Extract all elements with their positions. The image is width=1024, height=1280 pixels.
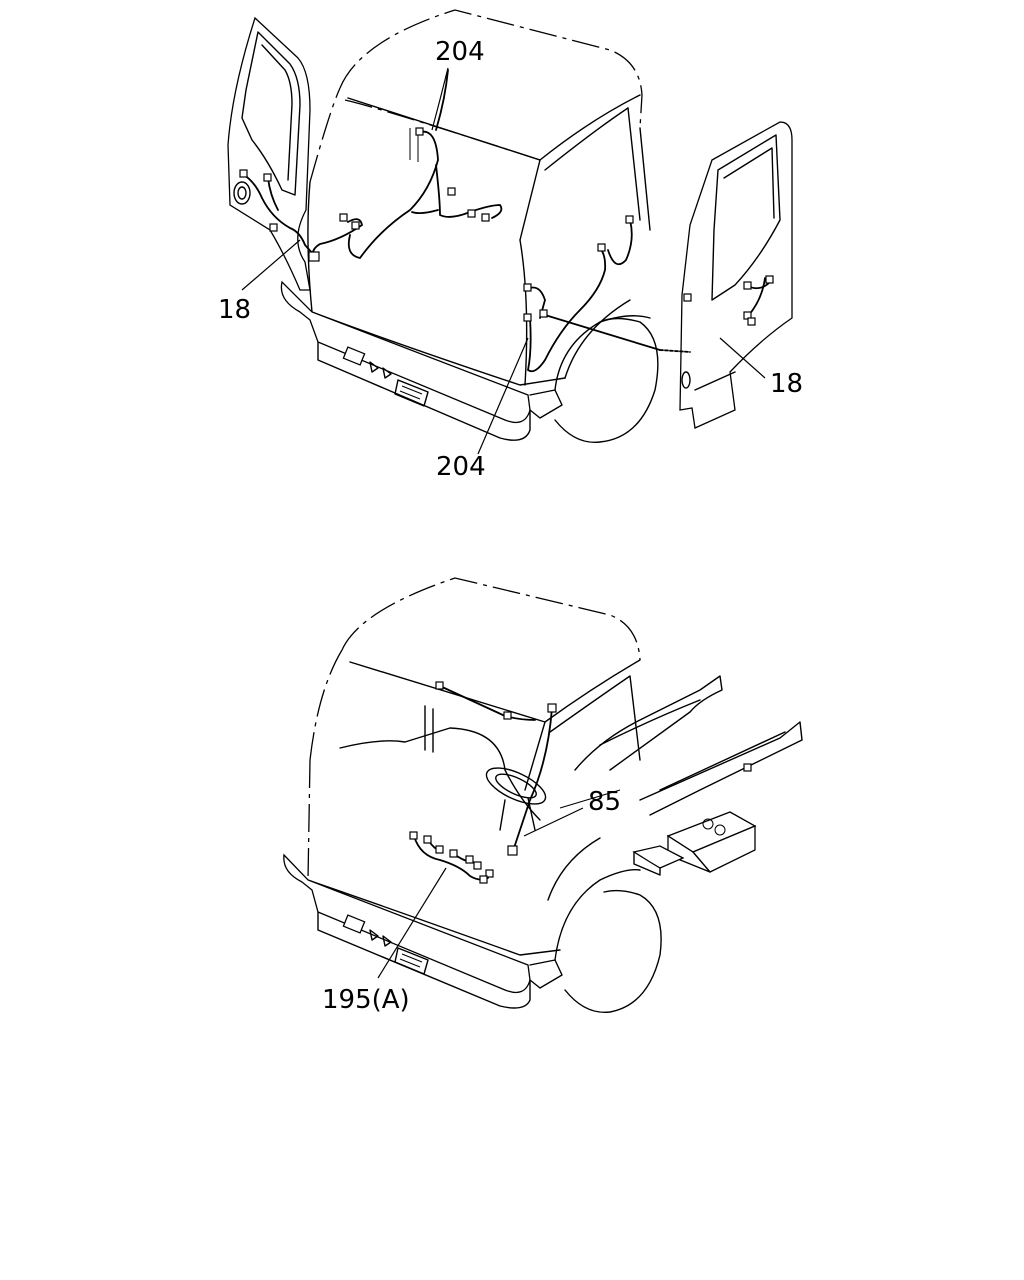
bottom-steering-wheel bbox=[485, 767, 547, 805]
bottom-fender bbox=[554, 869, 641, 961]
callout-204-upper: 204 bbox=[435, 37, 485, 67]
callout-18-right: 18 bbox=[770, 369, 803, 399]
bottom-wiring-harness bbox=[413, 685, 553, 881]
top-connectors bbox=[239, 127, 774, 326]
callout-85: 85 bbox=[588, 787, 621, 817]
top-leader-18-left bbox=[241, 239, 301, 291]
bottom-cab-roof-outline bbox=[341, 577, 641, 661]
bottom-dashboard bbox=[339, 727, 541, 821]
bottom-connectors bbox=[409, 681, 557, 884]
top-leader-18-right bbox=[719, 337, 766, 379]
top-leader-204-upper bbox=[431, 67, 449, 131]
top-wheel bbox=[554, 317, 659, 444]
callout-18-left: 18 bbox=[218, 295, 251, 325]
top-cab-view: 204 18 18 204 bbox=[218, 9, 803, 482]
callout-195a: 195(A) bbox=[322, 985, 410, 1015]
top-fender bbox=[554, 315, 651, 391]
top-windshield bbox=[347, 97, 541, 241]
bottom-leader-85 bbox=[523, 807, 584, 837]
bottom-leader-195a bbox=[377, 867, 447, 979]
bottom-windshield bbox=[349, 661, 546, 791]
top-cab-roof-outline bbox=[339, 9, 643, 129]
bottom-cab-view: 85 195(A) bbox=[283, 577, 803, 1015]
top-leader-204-lower bbox=[477, 337, 529, 455]
bottom-cab-front bbox=[307, 879, 561, 956]
top-right-door bbox=[679, 121, 793, 429]
bottom-wheel bbox=[564, 889, 662, 1014]
bottom-chassis-frame bbox=[559, 675, 803, 816]
callout-204-lower: 204 bbox=[436, 452, 486, 482]
bottom-battery bbox=[632, 811, 757, 876]
top-left-door bbox=[227, 16, 311, 291]
